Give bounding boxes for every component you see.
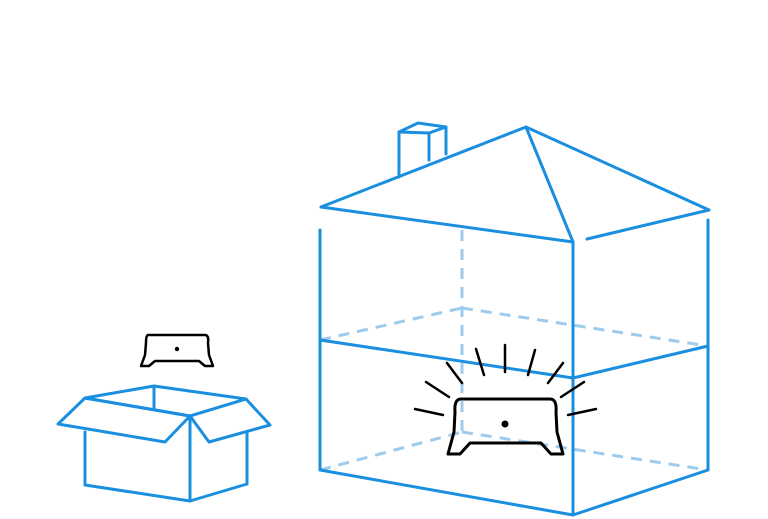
middle-floor [318,338,710,380]
box-front-right-flap [188,397,272,444]
house-hidden-edges [319,230,709,472]
open-box-icon [56,384,272,503]
house-icon [318,121,711,517]
active-router-icon [446,397,565,456]
chimney [397,121,448,179]
box-bottom [83,482,249,503]
signal-rays-icon [413,343,598,417]
box-back-flap [83,384,248,401]
roof [319,125,711,244]
walls [318,218,710,517]
router-icon [139,333,215,368]
box-front-left-flap [56,396,192,444]
